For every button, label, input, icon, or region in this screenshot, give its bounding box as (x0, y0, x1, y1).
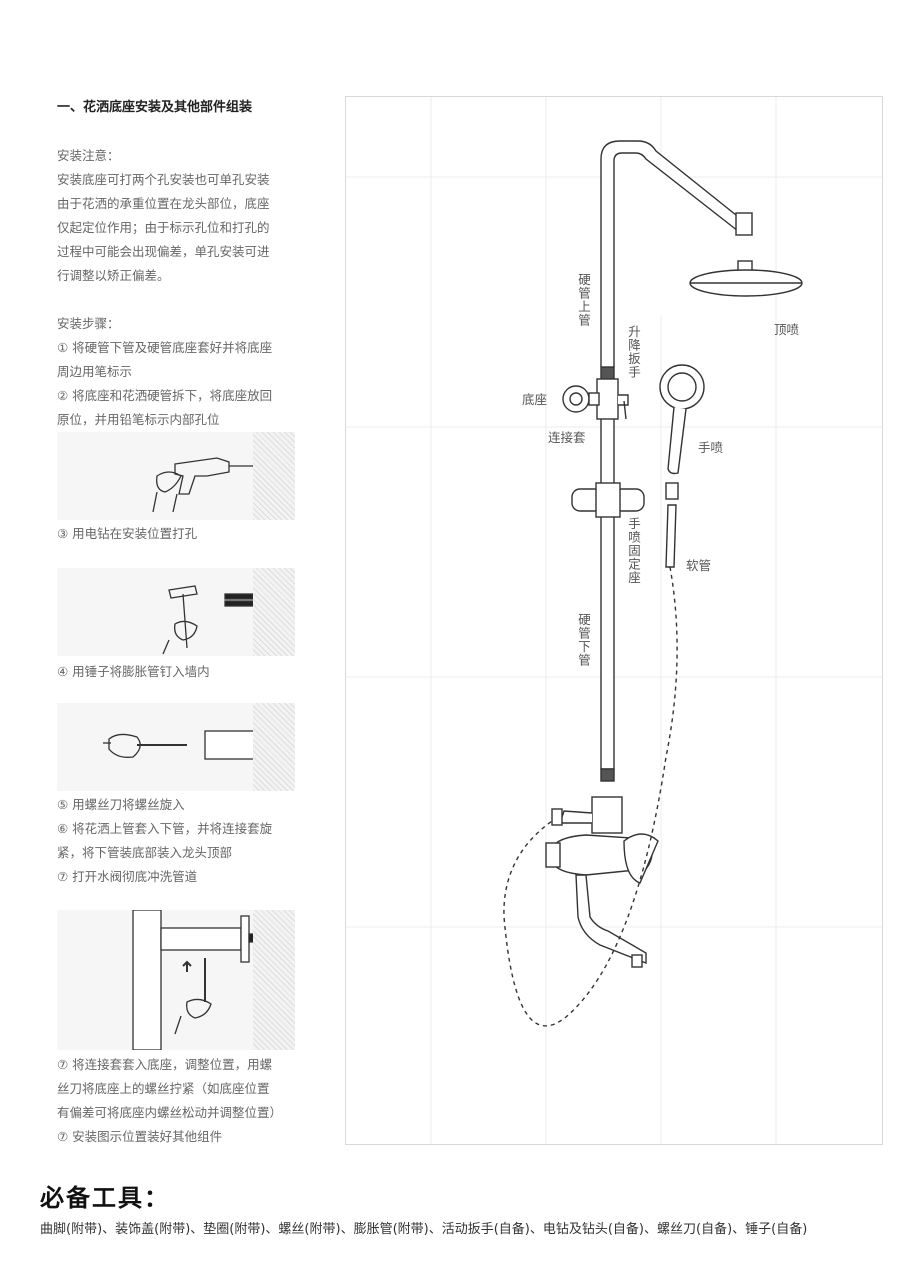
wall-base-icon (132, 910, 270, 1050)
step9-caption: ⑦ 安装图示位置装好其他组件 (57, 1129, 223, 1144)
tools-list: 曲脚(附带)、装饰盖(附带)、垫圈(附带)、螺丝(附带)、膨胀管(附带)、活动扳… (40, 1222, 808, 1237)
note-line (57, 288, 302, 312)
step4-illustration (57, 568, 295, 656)
step8-caption-c: 有偏差可将底座内螺丝松动并调整位置） (57, 1105, 283, 1120)
step5-caption: ⑤ 用螺丝刀将螺丝旋入 (57, 797, 185, 812)
step4-caption: ④ 用锤子将膨胀管钉入墙内 (57, 664, 210, 679)
note-line: 周边用笔标示 (57, 364, 133, 379)
note-line: 行调整以矫正偏差。 (57, 268, 170, 283)
note-line: 安装步骤： (57, 316, 120, 331)
step5-illustration (57, 703, 295, 791)
note-line: 由于花洒的承重位置在龙头部位，底座 (57, 196, 270, 211)
note-line: 原位，并用铅笔标示内部孔位 (57, 412, 220, 427)
shower-exploded-diagram: 硬管上管 升降扳手 底座 顶喷 连接套 手喷 手喷固定座 软管 硬管下管 (345, 96, 883, 1145)
step6-caption-a: ⑥ 将花洒上管套入下管，并将连接套旋 (57, 821, 273, 836)
note-line: 安装注意： (57, 148, 120, 163)
note-line: ① 将硬管下管及硬管底座套好并将底座 (57, 340, 273, 355)
label-top-spray: 顶喷 (774, 322, 800, 337)
label-holder: 手喷固定座 (626, 517, 641, 585)
note-line: 安装底座可打两个孔安装也可单孔安装 (57, 172, 270, 187)
step3-illustration (57, 432, 295, 520)
step8-illustration (57, 910, 295, 1050)
label-connector: 连接套 (548, 430, 586, 445)
tools-title: 必备工具： (40, 1184, 170, 1212)
label-hand-spray: 手喷 (698, 440, 724, 455)
label-bottom-pipe: 硬管下管 (576, 613, 591, 667)
note-line: 过程中可能会出现偏差，单孔安装可进 (57, 244, 270, 259)
note-line: 仅起定位作用；由于标示孔位和打孔的 (57, 220, 270, 235)
label-base: 底座 (522, 392, 548, 407)
shower-diagram-svg (346, 97, 882, 1144)
label-top-pipe: 硬管上管 (576, 273, 591, 327)
step6-caption-b: 紧，将下管装底部装入龙头顶部 (57, 845, 233, 860)
installation-notes: 安装注意： 安装底座可打两个孔安装也可单孔安装 由于花洒的承重位置在龙头部位，底… (57, 144, 302, 432)
step3-caption: ③ 用电钻在安装位置打孔 (57, 526, 198, 541)
step8-caption-b: 丝刀将底座上的螺丝拧紧（如底座位置 (57, 1081, 270, 1096)
step8-caption-a: ⑦ 将连接套套入底座，调整位置，用螺 (57, 1057, 273, 1072)
note-line: ② 将底座和花洒硬管拆下，将底座放回 (57, 388, 273, 403)
label-hose: 软管 (686, 558, 712, 573)
label-wrench: 升降扳手 (626, 325, 641, 379)
section-heading: 一、花洒底座安装及其他部件组装 (57, 100, 253, 115)
step7-caption: ⑦ 打开水阀彻底冲洗管道 (57, 869, 198, 884)
